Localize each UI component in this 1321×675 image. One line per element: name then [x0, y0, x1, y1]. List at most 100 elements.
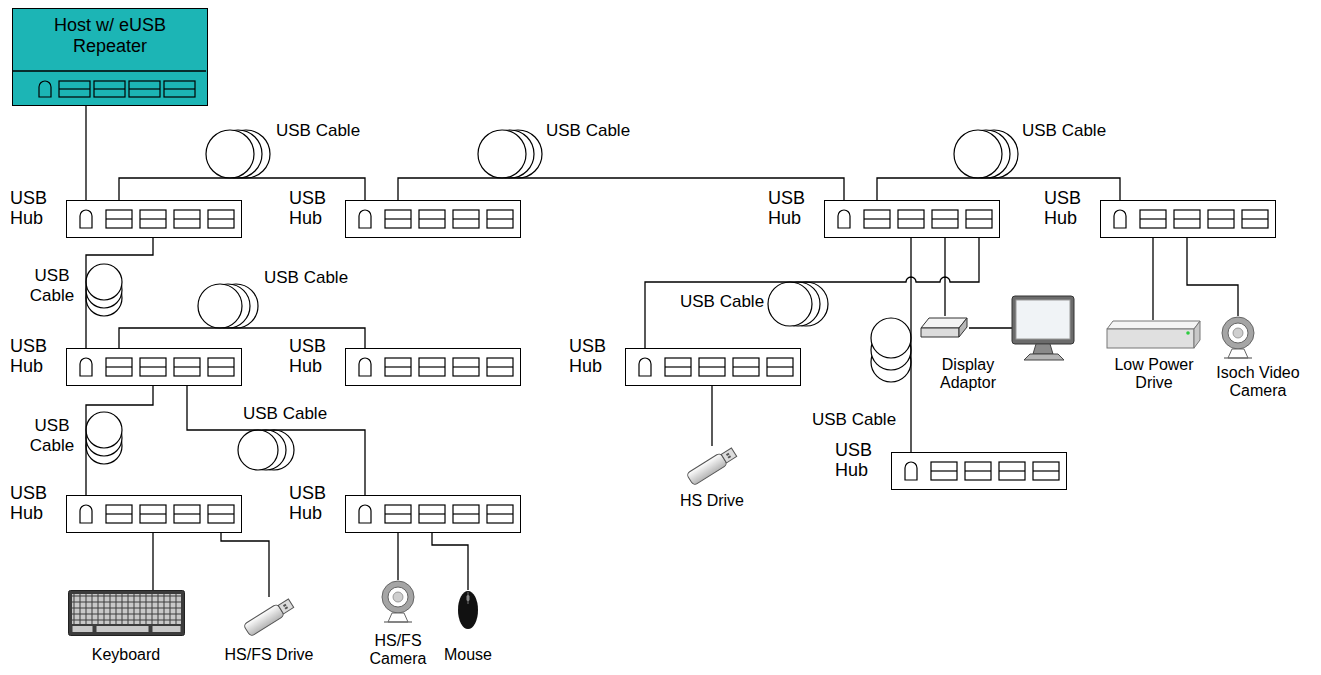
cable-coil [871, 318, 911, 382]
hub-box [66, 348, 242, 386]
cable-label: USB Cable [264, 268, 348, 288]
usb-connection [1187, 228, 1238, 316]
usb-connection [152, 523, 153, 590]
hub-label: USB Hub [289, 483, 335, 523]
hub-node: USB Hub [1044, 188, 1276, 238]
device-node: HS/FS Camera [363, 580, 434, 668]
hub-box [345, 495, 521, 533]
label-holder: USB Cable [276, 121, 360, 141]
device-node: HS Drive [679, 446, 745, 510]
hub-node: USB Hub [289, 188, 521, 238]
device-caption: Low Power Drive [1112, 356, 1197, 392]
hub-node: USB Hub [768, 188, 1000, 238]
camera-icon [379, 580, 417, 624]
hub-node: USB Hub [569, 336, 801, 386]
device-caption: HS Drive [679, 492, 745, 510]
cable-coil [86, 264, 122, 316]
hub-box [345, 348, 521, 386]
cable-coil [768, 282, 828, 326]
hub-label: USB Hub [1044, 188, 1090, 228]
host-label: Host w/ eUSB Repeater [35, 15, 185, 57]
cable-coil [86, 412, 122, 464]
hub-ports [345, 200, 521, 238]
usb-stick-icon [681, 446, 743, 486]
hub-box [1100, 200, 1276, 238]
keyboard-icon [68, 590, 185, 636]
device-node: HS/FS Drive [224, 597, 314, 664]
device-caption: HS/FS Drive [224, 646, 314, 664]
monitor-illustration [1012, 296, 1074, 360]
hub-ports [625, 348, 801, 386]
hub-label: USB Hub [10, 336, 56, 376]
usb-connection [432, 523, 468, 590]
hub-ports [824, 200, 1000, 238]
label-holder: USB Cable [1022, 121, 1106, 141]
drive-icon [1105, 320, 1201, 350]
label-holder: USB Cable [264, 268, 348, 288]
host-node: Host w/ eUSB Repeater [12, 8, 208, 106]
cable-label: USB Cable [243, 404, 327, 424]
hub-label: USB Hub [289, 336, 335, 376]
device-caption: Mouse [443, 646, 493, 664]
hub-ports [66, 200, 242, 238]
hub-label: USB Hub [10, 188, 56, 228]
usb-connection [85, 96, 86, 210]
hub-ports [1100, 200, 1276, 238]
usb-connection [86, 376, 153, 505]
cable-coil [206, 130, 270, 178]
device-node: Mouse [443, 590, 493, 664]
label-holder: USB Cable [680, 292, 764, 312]
hub-label: USB Hub [10, 483, 56, 523]
usb-connection [711, 376, 712, 446]
hub-ports [66, 348, 242, 386]
usb-stick-icon [238, 597, 300, 637]
cable-label: USB Cable [546, 121, 630, 141]
hub-box [891, 452, 1067, 490]
hub-ports [345, 495, 521, 533]
hub-label: USB Hub [289, 188, 335, 228]
cable-coil [478, 130, 542, 178]
host-ports [13, 69, 206, 105]
display-cable [969, 327, 1012, 328]
hub-ports [891, 452, 1067, 490]
label-holder: USB Cable [28, 416, 76, 456]
cable-label: USB Cable [28, 266, 76, 306]
label-holder: USB Cable [812, 410, 896, 430]
device-caption: HS/FS Camera [363, 632, 433, 668]
hub-box [66, 495, 242, 533]
hub-label: USB Hub [569, 336, 615, 376]
hub-ports [345, 348, 521, 386]
hub-label: USB Hub [768, 188, 814, 228]
usb-connection [910, 228, 911, 462]
hub-label: USB Hub [835, 440, 881, 480]
mouse-icon [457, 590, 479, 630]
camera-icon [1219, 316, 1257, 360]
device-caption: Keyboard [91, 646, 161, 664]
hub-ports [66, 495, 242, 533]
device-node: Low Power Drive [1105, 320, 1203, 392]
hub-box [345, 200, 521, 238]
hub-box [824, 200, 1000, 238]
cable-label: USB Cable [28, 416, 76, 456]
label-holder: USB Cable [28, 266, 76, 306]
device-node: Isoch Video Camera [1210, 316, 1306, 400]
display-adaptor-icon [919, 316, 969, 340]
hub-node: USB Hub [10, 336, 242, 386]
hub-node: USB Hub [289, 336, 521, 386]
device-caption: Isoch Video Camera [1211, 364, 1306, 400]
hub-node: USB Hub [10, 483, 242, 533]
device-node: Keyboard [68, 590, 185, 664]
label-holder: USB Cable [243, 404, 327, 424]
usb-connection [944, 228, 945, 316]
cable-label: USB Cable [276, 121, 360, 141]
usb-connection [187, 376, 365, 505]
hub-box [625, 348, 801, 386]
usb-connection [1152, 228, 1153, 320]
cable-coil [954, 130, 1018, 178]
device-node: Display Adaptor [919, 316, 1017, 392]
usb-connection [221, 523, 269, 597]
cable-label: USB Cable [680, 292, 764, 312]
cable-coil [238, 430, 294, 470]
usb-connection [645, 228, 979, 358]
